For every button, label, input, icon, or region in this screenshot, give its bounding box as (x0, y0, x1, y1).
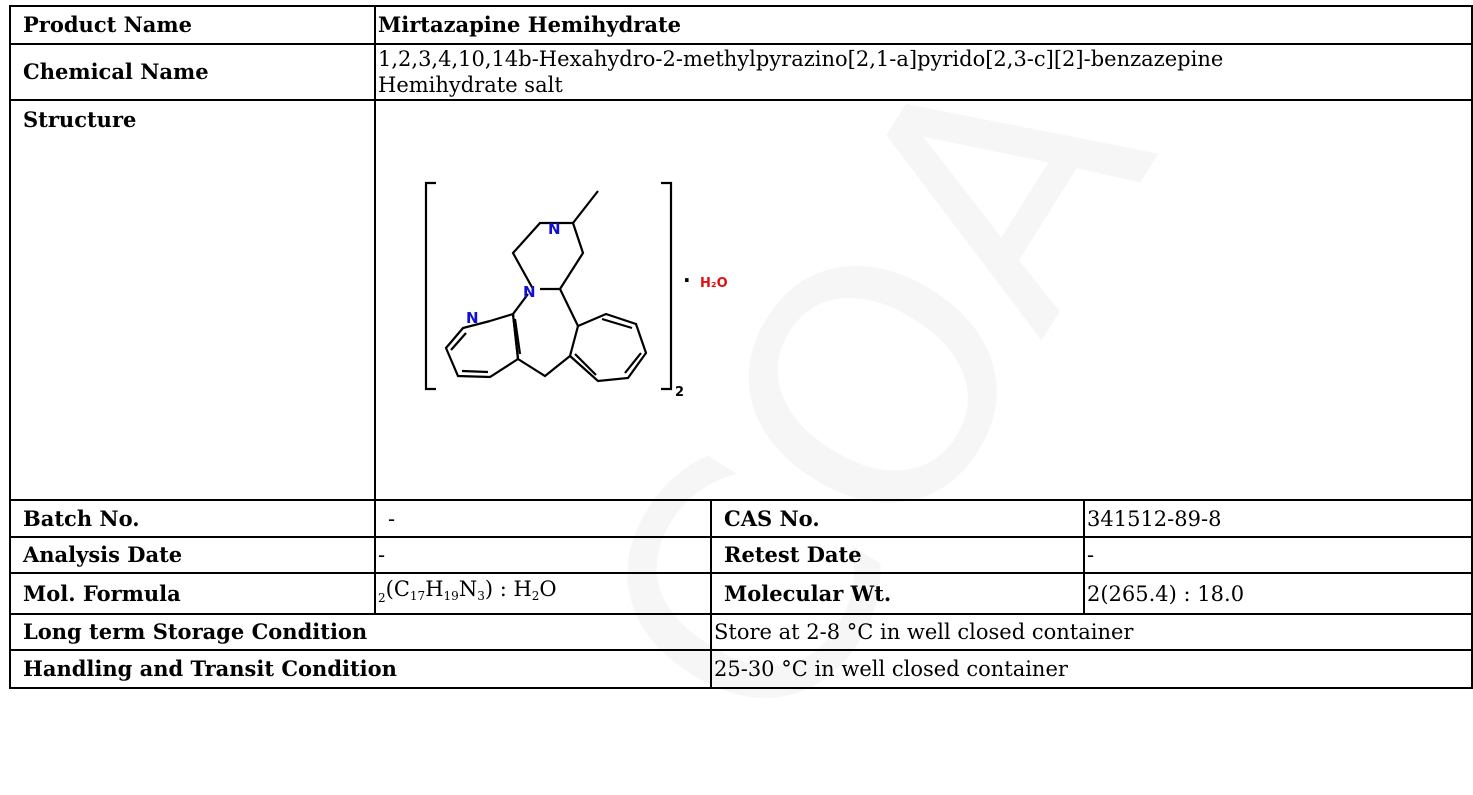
chemical-name-value: 1,2,3,4,10,14b-Hexahydro-2-methylpyrazin… (373, 43, 1473, 101)
analysis-date-value: - (374, 536, 712, 574)
water-label: H₂O (700, 276, 728, 291)
row-product-name: Product Name Mirtazapine Hemihydrate (9, 5, 1473, 45)
storage-label: Long term Storage Condition (9, 613, 712, 651)
chemical-name-line1: 1,2,3,4,10,14b-Hexahydro-2-methylpyrazin… (378, 47, 1224, 71)
storage-value: Store at 2-8 °C in well closed container (709, 613, 1473, 651)
row-formula: Mol. Formula 2(C17H19N3) : H2O Molecular… (9, 572, 1473, 615)
analysis-date-label: Analysis Date (9, 536, 376, 574)
structure-image: N N N · H₂O 2 (424, 181, 728, 400)
atom-n-1: N (548, 220, 561, 238)
batch-value: - (374, 499, 712, 538)
cas-label: CAS No. (710, 499, 1085, 538)
molecular-wt-label: Molecular Wt. (710, 572, 1085, 615)
left-bracket (424, 181, 436, 391)
row-structure: Structure (9, 99, 1473, 501)
cas-value: 341512-89-8 (1082, 499, 1473, 538)
row-batch: Batch No. - CAS No. 341512-89-8 (9, 499, 1473, 538)
handling-value: 25-30 °C in well closed container (709, 649, 1473, 689)
row-handling: Handling and Transit Condition 25-30 °C … (9, 649, 1473, 689)
multiplier: 2 (675, 385, 684, 400)
chemical-name-line2: Hemihydrate salt (378, 73, 563, 97)
retest-date-value: - (1082, 536, 1473, 574)
mol-formula-label: Mol. Formula (9, 572, 376, 615)
row-chemical-name: Chemical Name 1,2,3,4,10,14b-Hexahydro-2… (9, 43, 1473, 101)
batch-label: Batch No. (9, 499, 376, 538)
handling-label: Handling and Transit Condition (9, 649, 712, 689)
product-name-value: Mirtazapine Hemihydrate (373, 5, 1473, 45)
row-analysis: Analysis Date - Retest Date - (9, 536, 1473, 574)
structure-label: Structure (9, 99, 376, 501)
hydrate-dot: · (683, 268, 691, 292)
right-bracket (661, 181, 673, 391)
coa-table: Product Name Mirtazapine Hemihydrate Che… (9, 5, 1473, 689)
atom-n-2: N (523, 283, 536, 301)
atom-n-3: N (466, 309, 479, 327)
structure-cell: N N N · H₂O 2 (373, 99, 1473, 501)
retest-date-label: Retest Date (710, 536, 1085, 574)
mol-formula-value: 2(C17H19N3) : H2O (374, 572, 712, 615)
product-name-label: Product Name (9, 5, 376, 45)
chemical-name-label: Chemical Name (9, 43, 376, 101)
molecular-wt-value: 2(265.4) : 18.0 (1082, 572, 1473, 615)
row-storage: Long term Storage Condition Store at 2-8… (9, 613, 1473, 651)
